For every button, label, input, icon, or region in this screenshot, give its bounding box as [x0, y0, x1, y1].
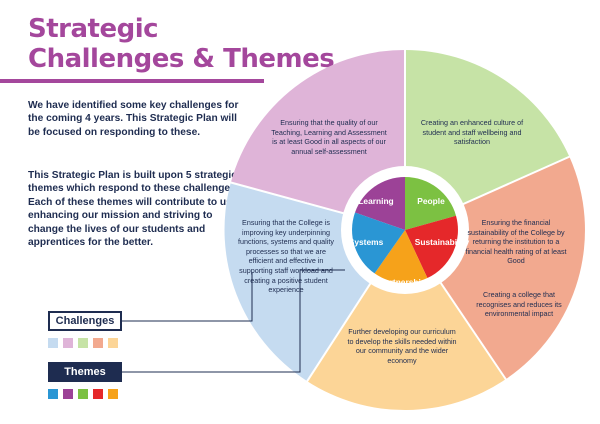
challenges-swatch-row	[48, 338, 118, 348]
challenge-environment: Creating a college that recognises and r…	[476, 290, 562, 319]
page-title: Strategic Challenges & Themes	[28, 14, 335, 74]
challenge-culture: Creating an enhanced culture of student …	[420, 118, 524, 147]
challenge-quality: Ensuring that the quality of our Teachin…	[271, 118, 387, 156]
hub-segment-partnerships	[374, 230, 428, 283]
title-underline	[0, 79, 264, 83]
themes-legend-label: Themes	[64, 366, 106, 378]
challenge-financial: Ensuring the financial sustainability of…	[465, 218, 567, 266]
legend-swatch-2	[63, 389, 73, 399]
outer-segment-curriculum	[306, 230, 506, 411]
legend-swatch-5	[108, 338, 118, 348]
hub-segment-learning	[355, 177, 405, 230]
theme-label-people: People	[417, 196, 445, 206]
hub-segment-people	[405, 177, 456, 230]
legend-swatch-3	[78, 338, 88, 348]
challenges-legend-label: Challenges	[55, 315, 115, 327]
theme-label-systems: Systems	[348, 237, 384, 247]
intro-paragraph-2: This Strategic Plan is built upon 5 stra…	[28, 170, 239, 249]
challenges-connector	[122, 272, 253, 322]
legend-swatch-2	[63, 338, 73, 348]
legend-swatch-4	[93, 338, 103, 348]
themes-legend-box: Themes	[48, 362, 122, 382]
theme-label-sustainability: Sustainability	[414, 237, 470, 247]
intro-paragraph-1: We have identified some key challenges f…	[28, 100, 239, 138]
theme-label-partnerships: Partnerships	[379, 277, 431, 287]
challenge-systems: Ensuring that the College is improving k…	[238, 218, 334, 295]
themes-connector	[122, 269, 345, 373]
title-line-1: Strategic	[28, 14, 159, 44]
legend-swatch-5	[108, 389, 118, 399]
hub-segment-sustainability	[405, 215, 458, 278]
themes-swatch-row	[48, 389, 118, 399]
legend-swatch-4	[93, 389, 103, 399]
legend-swatch-1	[48, 389, 58, 399]
challenges-legend-box: Challenges	[48, 311, 122, 331]
hub-segment-systems	[352, 212, 405, 274]
challenge-curriculum: Further developing our curriculum to dev…	[347, 327, 457, 365]
theme-label-learning: Learning	[358, 196, 394, 206]
legend-swatch-3	[78, 389, 88, 399]
title-line-2: Challenges & Themes	[28, 44, 335, 74]
legend-swatch-1	[48, 338, 58, 348]
